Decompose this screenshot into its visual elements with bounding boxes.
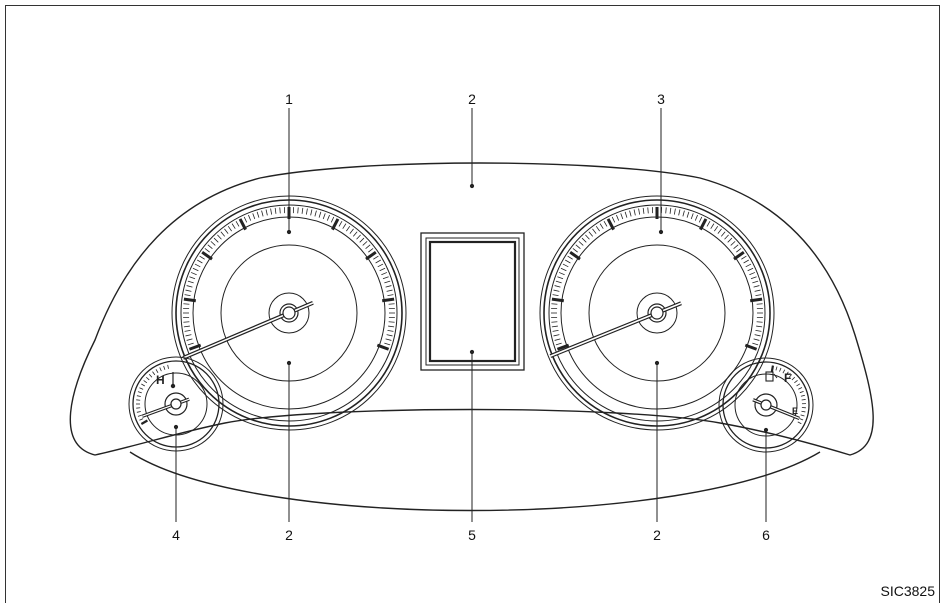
callout-5: 5 — [468, 527, 476, 543]
callout-4: 4 — [172, 527, 180, 543]
fuel-empty-label: E — [792, 406, 798, 416]
fuel-full-label: F — [784, 371, 791, 385]
right-main-gauge — [539, 195, 775, 431]
figure-frame — [5, 5, 940, 603]
cluster-housing-outline — [69, 162, 874, 456]
callout-1: 1 — [285, 91, 293, 107]
callout-3: 3 — [657, 91, 665, 107]
image-code: SIC3825 — [880, 583, 935, 599]
callout-2-top: 2 — [468, 91, 476, 107]
temp-hot-label: H — [156, 373, 165, 387]
cluster-lower-lip — [129, 451, 821, 512]
center-display — [420, 232, 525, 371]
callout-2-right: 2 — [653, 527, 661, 543]
callout-2-left: 2 — [285, 527, 293, 543]
callout-6: 6 — [762, 527, 770, 543]
